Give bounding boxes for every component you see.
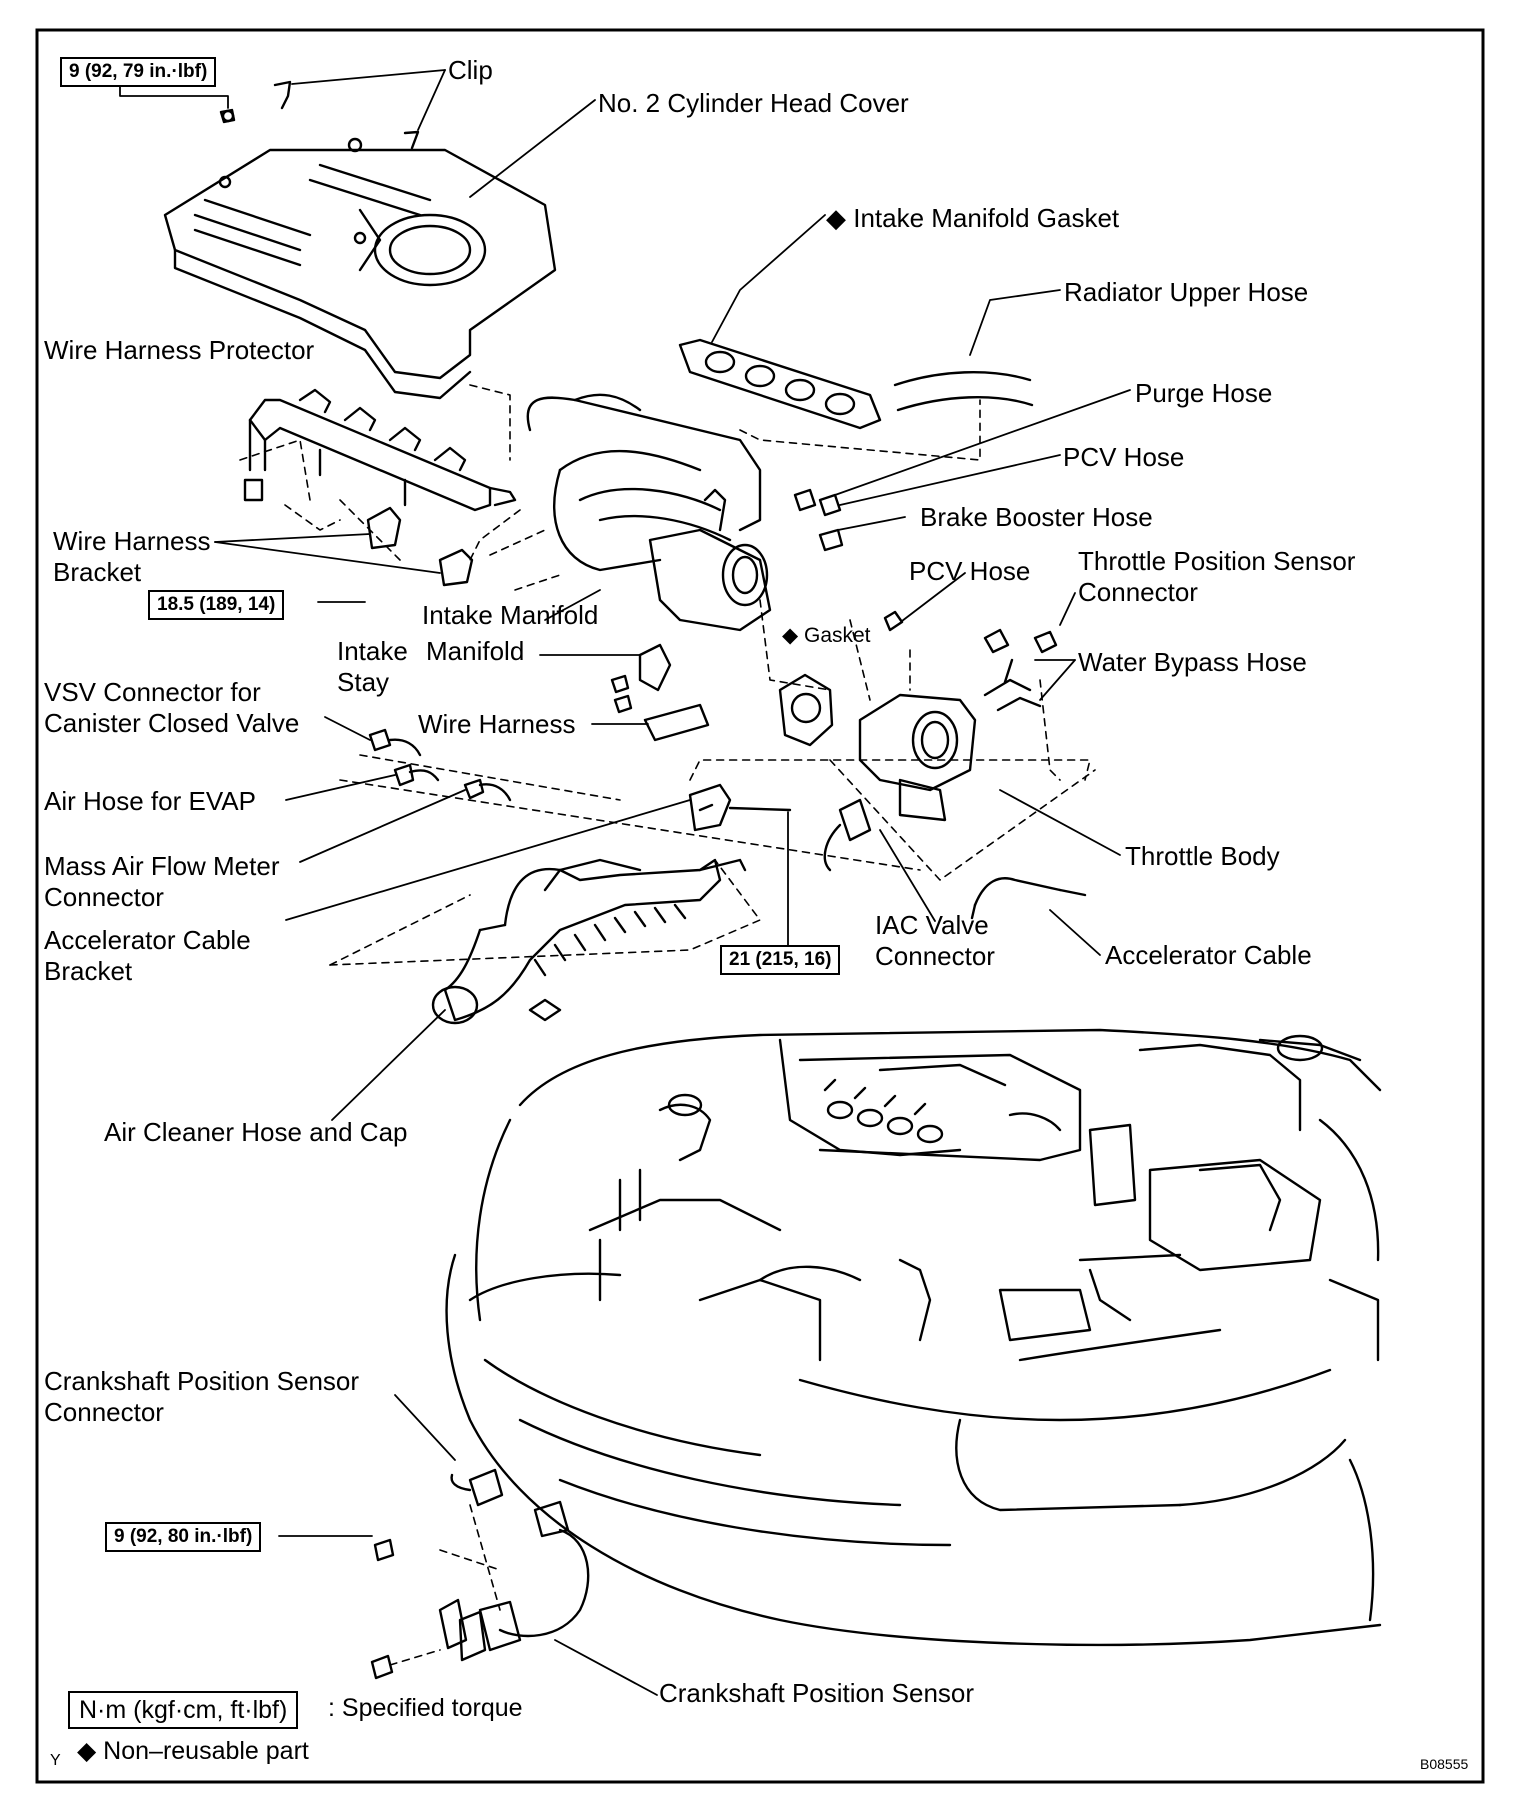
- dashed-guides: [239, 384, 1096, 1666]
- intake-gasket-drawing: [678, 338, 882, 430]
- clips-drawing: [219, 80, 420, 150]
- torque-box-head-cover: 9 (92, 79 in.·lbf): [60, 57, 217, 87]
- torque-box-crank: 9 (92, 80 in.·lbf): [105, 1522, 262, 1552]
- label-accelerator-cable: Accelerator Cable: [1105, 940, 1312, 970]
- label-iac-connector: IAC Valve Connector: [875, 910, 995, 971]
- label-maf-connector: Mass Air Flow Meter Connector: [44, 851, 280, 912]
- label-clip: Clip: [448, 55, 493, 85]
- gasket-drawing: [778, 673, 834, 747]
- figure-code: B08555: [1420, 1756, 1469, 1772]
- legend-torque-unit: N·m (kgf·cm, ft·lbf): [68, 1691, 299, 1729]
- accelerator-cable-drawing: [970, 877, 1087, 920]
- label-vsv-connector: VSV Connector for Canister Closed Valve: [44, 677, 300, 738]
- label-head-cover: No. 2 Cylinder Head Cover: [598, 88, 909, 118]
- throttle-body-drawing: [858, 628, 1058, 822]
- intake-manifold-drawing: [526, 393, 772, 632]
- label-wire-harness-protector: Wire Harness Protector: [44, 335, 315, 365]
- label-manifold-word: Manifold: [426, 636, 525, 666]
- manifold-stay-drawing: [610, 643, 710, 742]
- legend-corner-mark: Y: [50, 1752, 61, 1769]
- label-purge-hose: Purge Hose: [1135, 378, 1273, 408]
- label-intake-manifold: Intake Manifold: [422, 600, 599, 630]
- label-wire-harness-bracket: Wire Harness Bracket: [53, 526, 211, 587]
- label-pcv-hose-upper: PCV Hose: [1063, 442, 1185, 472]
- air-cleaner-drawing: [431, 858, 747, 1025]
- label-crank-sensor: Crankshaft Position Sensor: [659, 1678, 975, 1708]
- label-throttle-body: Throttle Body: [1125, 841, 1280, 871]
- legend-non-reusable: ◆ Non–reusable part: [77, 1737, 309, 1765]
- figure-frame: [35, 28, 1485, 1784]
- label-wire-harness: Wire Harness: [418, 709, 576, 739]
- iac-connector-drawing: [823, 798, 872, 872]
- label-radiator-hose: Radiator Upper Hose: [1064, 277, 1309, 307]
- head-cover-drawing: [163, 137, 557, 400]
- left-connectors-drawing: [368, 728, 512, 802]
- label-air-cleaner: Air Cleaner Hose and Cap: [104, 1117, 408, 1147]
- torque-box-throttle: 21 (215, 16): [720, 945, 841, 975]
- label-brake-booster-hose: Brake Booster Hose: [920, 502, 1153, 532]
- label-gasket: ◆ Gasket: [782, 624, 871, 647]
- label-intake-gasket: ◆ Intake Manifold Gasket: [826, 203, 1120, 233]
- torque-box-bracket: 18.5 (189, 14): [148, 590, 285, 620]
- radiator-hose-drawing: [893, 371, 1034, 412]
- label-water-bypass-hose: Water Bypass Hose: [1078, 647, 1307, 677]
- wire-harness-protector-drawing: [243, 388, 517, 512]
- legend-torque-desc: : Specified torque: [328, 1694, 523, 1722]
- label-air-hose-evap: Air Hose for EVAP: [44, 786, 256, 816]
- leader-lines: [119, 69, 1131, 1696]
- label-tps-connector: Throttle Position Sensor Connector: [1078, 546, 1356, 607]
- engine-bay-drawing: [445, 1028, 1382, 1647]
- label-intake-manifold-stay: Intake Stay: [337, 636, 408, 697]
- accel-bracket-drawing: [688, 783, 792, 832]
- harness-bracket-drawing: [366, 506, 474, 587]
- hose-connectors-drawing: [793, 488, 904, 632]
- label-crank-connector: Crankshaft Position Sensor Connector: [44, 1366, 360, 1427]
- crank-sensor-drawing: [370, 1468, 590, 1680]
- label-pcv-hose-lower: PCV Hose: [909, 556, 1031, 586]
- label-accel-bracket: Accelerator Cable Bracket: [44, 925, 251, 986]
